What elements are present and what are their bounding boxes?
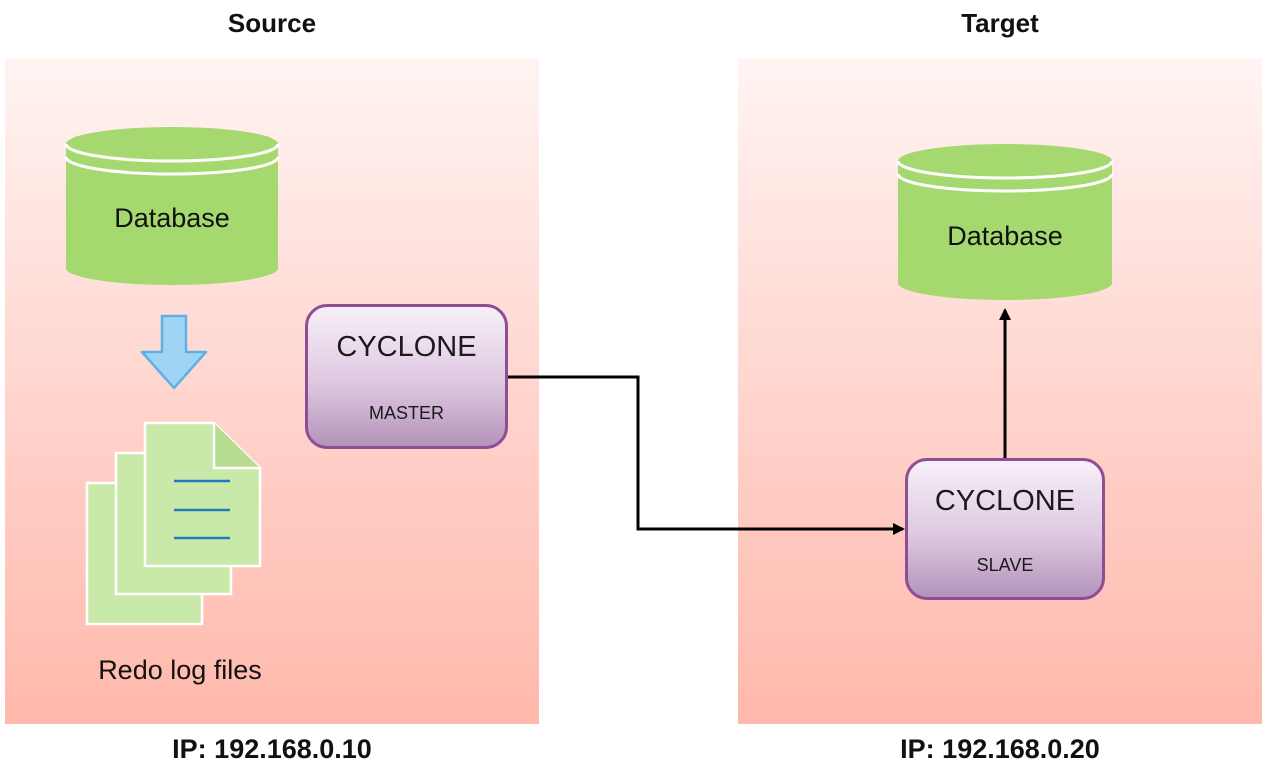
target-heading: Target	[961, 8, 1039, 38]
master-node-title: CYCLONE	[336, 331, 477, 363]
cyclone-master-node[interactable]: CYCLONE MASTER	[305, 304, 508, 449]
down-arrow-icon	[140, 314, 208, 390]
document-stack-icon	[85, 421, 262, 626]
master-node-role: MASTER	[368, 403, 444, 423]
target-ip-label: IP: 192.168.0.20	[900, 734, 1100, 764]
replication-connector	[508, 375, 905, 535]
cyclone-slave-node[interactable]: CYCLONE SLAVE	[905, 458, 1105, 600]
redo-log-label: Redo log files	[98, 655, 262, 685]
source-ip-label: IP: 192.168.0.10	[172, 734, 372, 764]
source-database-icon	[64, 127, 280, 285]
target-database-label: Database	[947, 221, 1063, 251]
source-heading: Source	[227, 8, 317, 38]
source-database-label: Database	[114, 203, 230, 233]
slave-node-role: SLAVE	[976, 555, 1034, 575]
target-database-icon	[896, 144, 1114, 300]
slave-node-title: CYCLONE	[934, 485, 1076, 517]
